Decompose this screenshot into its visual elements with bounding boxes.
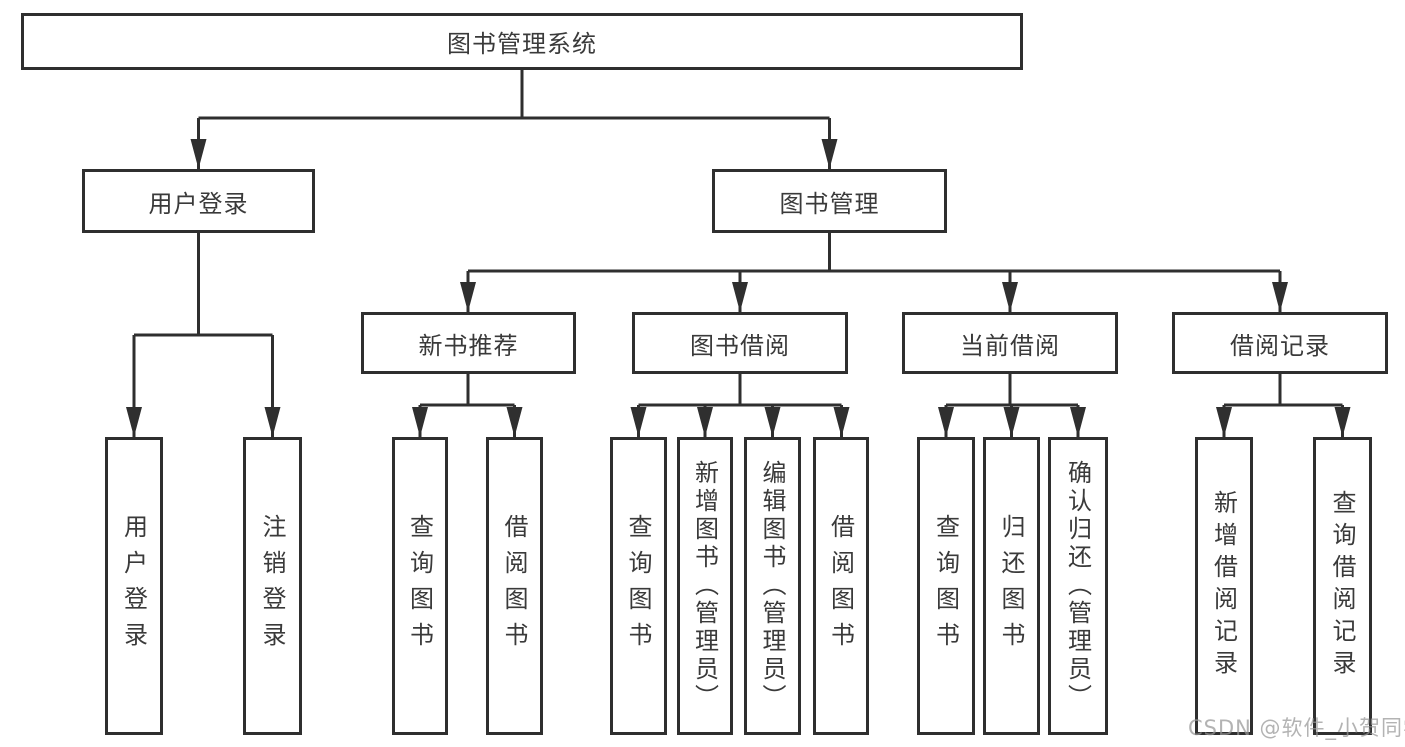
node-current-borrow: 当前借阅 [902,312,1118,374]
arrow-down-icon [732,282,748,312]
arrow-down-icon [833,407,850,437]
node-new-book-recommend-label: 新书推荐 [418,331,519,360]
leaf-edit-books-admin: 编辑图书（管理员） [744,437,801,735]
arrow-down-icon [630,407,647,437]
arrow-down-icon [1334,407,1351,437]
leaf-edit-books-admin-label: 编辑图书（管理员） [758,460,786,712]
leaf-borrow-books: 借阅图书 [813,437,869,735]
leaf-query-books-label: 查询图书 [931,514,960,658]
leaf-return-books: 归还图书 [983,437,1040,735]
leaf-return-books-label: 归还图书 [997,514,1025,658]
leaf-add-borrow-record-label: 新增借阅记录 [1209,490,1238,682]
arrow-down-icon [460,282,476,312]
leaf-borrow-books-label: 借阅图书 [826,514,855,658]
arrow-down-icon [764,407,781,437]
leaf-user-login: 用户登录 [105,437,163,735]
leaf-borrow-books: 借阅图书 [486,437,543,735]
leaf-query-books: 查询图书 [392,437,448,735]
arrow-down-icon [1070,407,1086,437]
leaf-borrow-books-label: 借阅图书 [500,514,528,658]
node-book-borrow-label: 图书借阅 [690,331,790,360]
leaf-query-borrow-record: 查询借阅记录 [1313,437,1372,735]
arrow-down-icon [412,407,428,437]
arrow-down-icon [1272,282,1288,312]
leaf-add-books-admin-label: 新增图书（管理员） [690,460,719,712]
leaf-confirm-return-admin-label: 确认归还（管理员） [1063,460,1092,712]
leaf-query-books-label: 查询图书 [624,514,652,658]
node-borrow-records-label: 借阅记录 [1230,331,1330,360]
node-new-book-recommend: 新书推荐 [361,312,576,374]
node-book-management: 图书管理 [712,169,947,233]
node-root: 图书管理系统 [21,13,1023,70]
arrow-down-icon [126,407,142,437]
leaf-confirm-return-admin: 确认归还（管理员） [1048,437,1108,735]
watermark: CSDN @软件_小贺同学 [1188,716,1405,740]
leaf-user-login-label: 用户登录 [119,514,148,658]
node-user-login: 用户登录 [82,169,315,233]
node-borrow-records: 借阅记录 [1172,312,1388,374]
node-book-management-label: 图书管理 [779,189,880,218]
leaf-query-books-label: 查询图书 [405,514,434,658]
node-book-borrow: 图书借阅 [632,312,848,374]
leaf-logout: 注销登录 [243,437,302,735]
node-root-label: 图书管理系统 [447,30,597,58]
leaf-add-books-admin: 新增图书（管理员） [677,437,733,735]
arrow-down-icon [264,407,281,437]
leaf-add-borrow-record: 新增借阅记录 [1195,437,1253,735]
arrow-down-icon [821,139,838,169]
arrow-down-icon [1002,282,1018,312]
arrow-down-icon [697,407,713,437]
arrow-down-icon [1003,407,1020,437]
node-current-borrow-label: 当前借阅 [960,331,1060,360]
leaf-query-books: 查询图书 [917,437,975,735]
leaf-query-books: 查询图书 [610,437,667,735]
arrow-down-icon [938,407,954,437]
leaf-logout-label: 注销登录 [258,514,286,658]
tree-edges [132,70,1344,437]
arrow-down-icon [190,139,207,169]
arrow-down-icon [506,407,523,437]
leaf-query-borrow-record-label: 查询借阅记录 [1328,490,1356,682]
arrow-down-icon [1216,407,1232,437]
node-user-login-label: 用户登录 [148,189,249,218]
